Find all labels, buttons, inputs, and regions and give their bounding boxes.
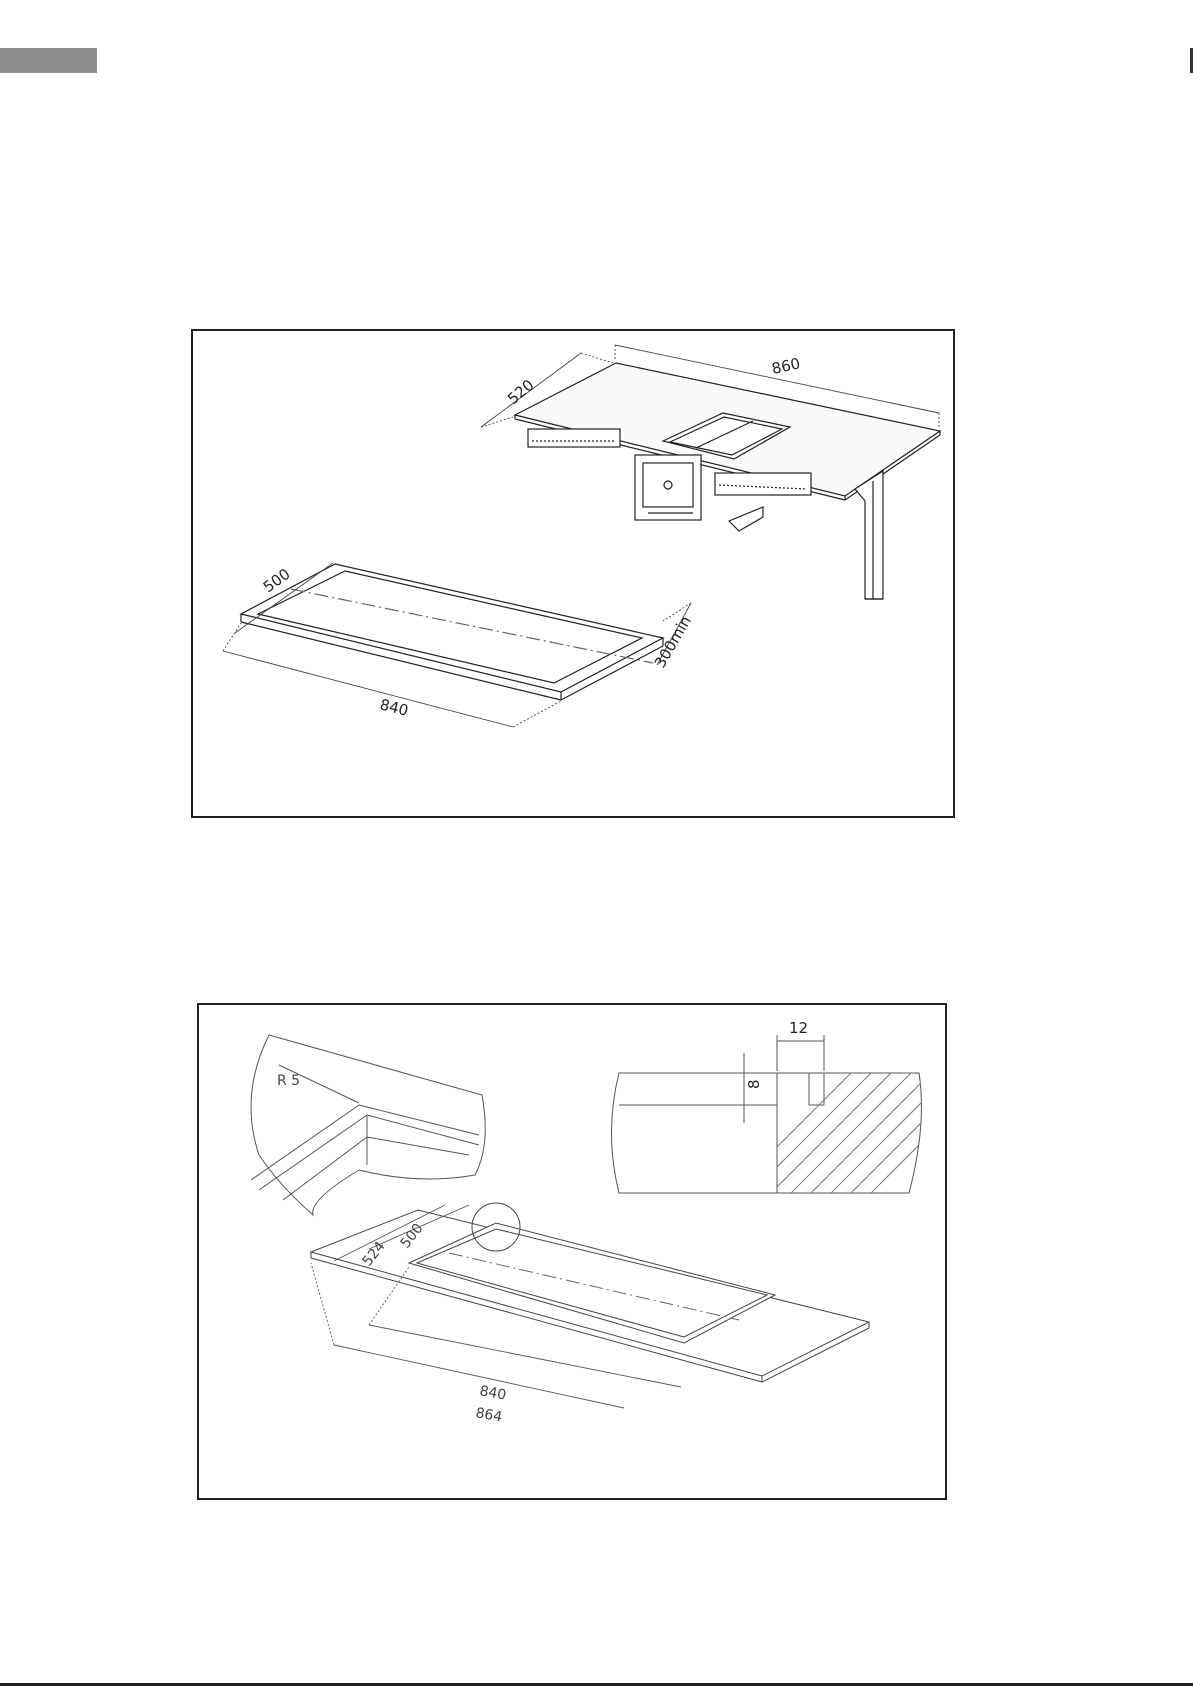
corner-detail-outline [251, 1035, 485, 1215]
induction-module-left [528, 429, 620, 447]
side-bracket [855, 471, 883, 599]
hob-cutout-diagram: 860 520 500 840 300min [193, 331, 953, 816]
dimension-label-hob-depth: 520 [504, 376, 538, 408]
installation-diagram-panel: 860 520 500 840 300min [191, 329, 955, 818]
duct-outlet [729, 507, 763, 531]
inner-width-label: 840 [478, 1383, 507, 1403]
dimension-label-hob-width: 860 [770, 354, 802, 378]
corner-radius-label: R 5 [277, 1073, 300, 1089]
motor-housing [635, 455, 701, 520]
worktop-cutout-diagram: R 5 12 8 [199, 1005, 945, 1498]
outer-width-label: 864 [474, 1405, 503, 1425]
rebate-depth-label: 8 [745, 1079, 763, 1089]
rebate-width-label: 12 [789, 1019, 808, 1037]
dimension-label-min-distance: 300min [651, 613, 695, 671]
induction-module-right [715, 473, 811, 495]
section-outline [612, 1073, 922, 1193]
page-tab-marker [0, 48, 97, 73]
worktop-cutout-detail-panel: R 5 12 8 [197, 1003, 947, 1500]
